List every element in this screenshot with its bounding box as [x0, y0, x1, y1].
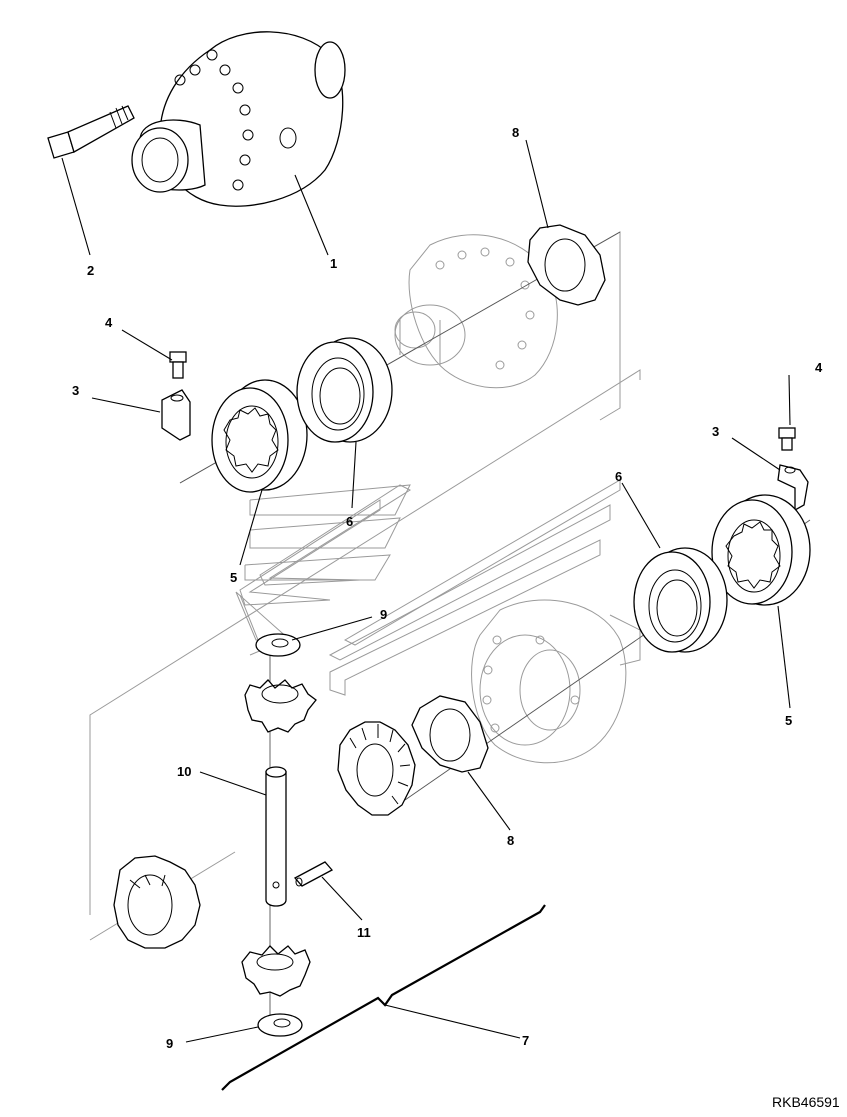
- part-8-thrust-washer-lower: [411, 695, 489, 773]
- callout-9-upper: 9: [380, 607, 387, 622]
- part-7-group-bracket: [221, 904, 546, 1091]
- part-6-bearing-right: [633, 547, 728, 653]
- callout-4-left: 4: [105, 315, 113, 330]
- callout-6-left: 6: [346, 514, 353, 529]
- callout-1: 1: [330, 256, 337, 271]
- part-2-bolt: [47, 105, 135, 159]
- ghost-housing-lower: [471, 599, 641, 764]
- part-11-roll-pin: [293, 861, 334, 887]
- callout-labels: 1 2 3 3 4 4 5 5 6 6 7 8 8 9 9 10 11 RKB4…: [72, 125, 840, 1110]
- part-6-bearing-left: [296, 337, 393, 443]
- part-4-screw-right: [778, 427, 796, 451]
- part-8-thrust-washer-upper: [527, 224, 606, 306]
- callout-7: 7: [522, 1033, 529, 1048]
- callout-11: 11: [357, 925, 371, 940]
- ghost-outline-frame: [89, 231, 641, 941]
- part-1-differential-assembly: [131, 31, 346, 207]
- callout-8-lower: 8: [507, 833, 514, 848]
- callout-10: 10: [177, 764, 191, 779]
- part-10-pinion-shaft: [265, 766, 287, 907]
- leader-lines: [61, 139, 791, 1043]
- part-5-adjusting-ring-right: [711, 494, 811, 606]
- callout-8-upper: 8: [512, 125, 519, 140]
- callout-5-right: 5: [785, 713, 792, 728]
- side-gear-bevel: [337, 721, 416, 816]
- callout-4-right: 4: [815, 360, 823, 375]
- ghost-housing-upper: [394, 234, 558, 389]
- callout-2: 2: [87, 263, 94, 278]
- pinion-gear-lower: [241, 945, 311, 997]
- callout-3-right: 3: [712, 424, 719, 439]
- part-3-bracket-right: [777, 464, 809, 512]
- callout-6-right: 6: [615, 469, 622, 484]
- part-5-adjusting-ring-left: [211, 379, 308, 493]
- part-9-washer-upper: [255, 633, 301, 657]
- callout-3-left: 3: [72, 383, 79, 398]
- part-9-washer-lower: [257, 1013, 303, 1037]
- side-gear-left: [113, 855, 201, 949]
- part-4-screw-left: [169, 351, 187, 379]
- callout-5-left: 5: [230, 570, 237, 585]
- part-3-bracket-left: [161, 389, 191, 441]
- reference-code: RKB46591: [772, 1094, 840, 1110]
- pinion-gear-upper: [244, 679, 317, 733]
- callout-9-lower: 9: [166, 1036, 173, 1051]
